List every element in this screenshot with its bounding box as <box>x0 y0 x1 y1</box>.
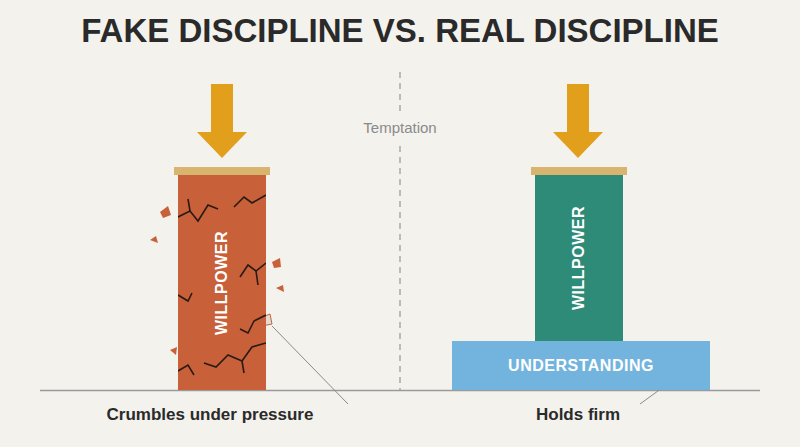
willpower-pillar: WILLPOWER <box>178 175 266 390</box>
pressure-arrow <box>553 84 603 158</box>
crack <box>240 263 266 277</box>
crack <box>242 361 244 373</box>
debris <box>272 258 281 268</box>
debris <box>276 285 284 292</box>
crack <box>240 315 266 333</box>
crack <box>178 293 192 301</box>
crack <box>178 365 194 375</box>
crack <box>188 199 190 211</box>
crack <box>204 343 266 367</box>
pillar-cap <box>174 167 270 175</box>
node-label: UNDERSTANDING <box>508 357 654 375</box>
node-label: WILLPOWER <box>213 230 231 334</box>
temptation-label: Temptation <box>360 119 439 136</box>
title-text: FAKE DISCIPLINE VS. REAL DISCIPLINE <box>81 12 719 49</box>
title: FAKE DISCIPLINE VS. REAL DISCIPLINE <box>0 12 800 50</box>
caption-label: Crumbles under pressure <box>107 405 314 425</box>
understanding-base: UNDERSTANDING <box>452 341 710 390</box>
crack <box>256 271 258 285</box>
willpower-pillar: WILLPOWER <box>535 175 623 341</box>
node-label: WILLPOWER <box>570 206 588 310</box>
divider-line <box>399 146 401 390</box>
pillar-cap <box>531 167 627 175</box>
crack <box>234 195 266 207</box>
debris <box>160 206 171 218</box>
leader-line <box>272 326 348 404</box>
pressure-arrow <box>197 84 247 158</box>
debris <box>150 236 158 243</box>
crack <box>178 205 218 221</box>
divider-line <box>399 72 401 112</box>
debris <box>170 347 177 355</box>
caption-label: Holds firm <box>536 405 620 425</box>
